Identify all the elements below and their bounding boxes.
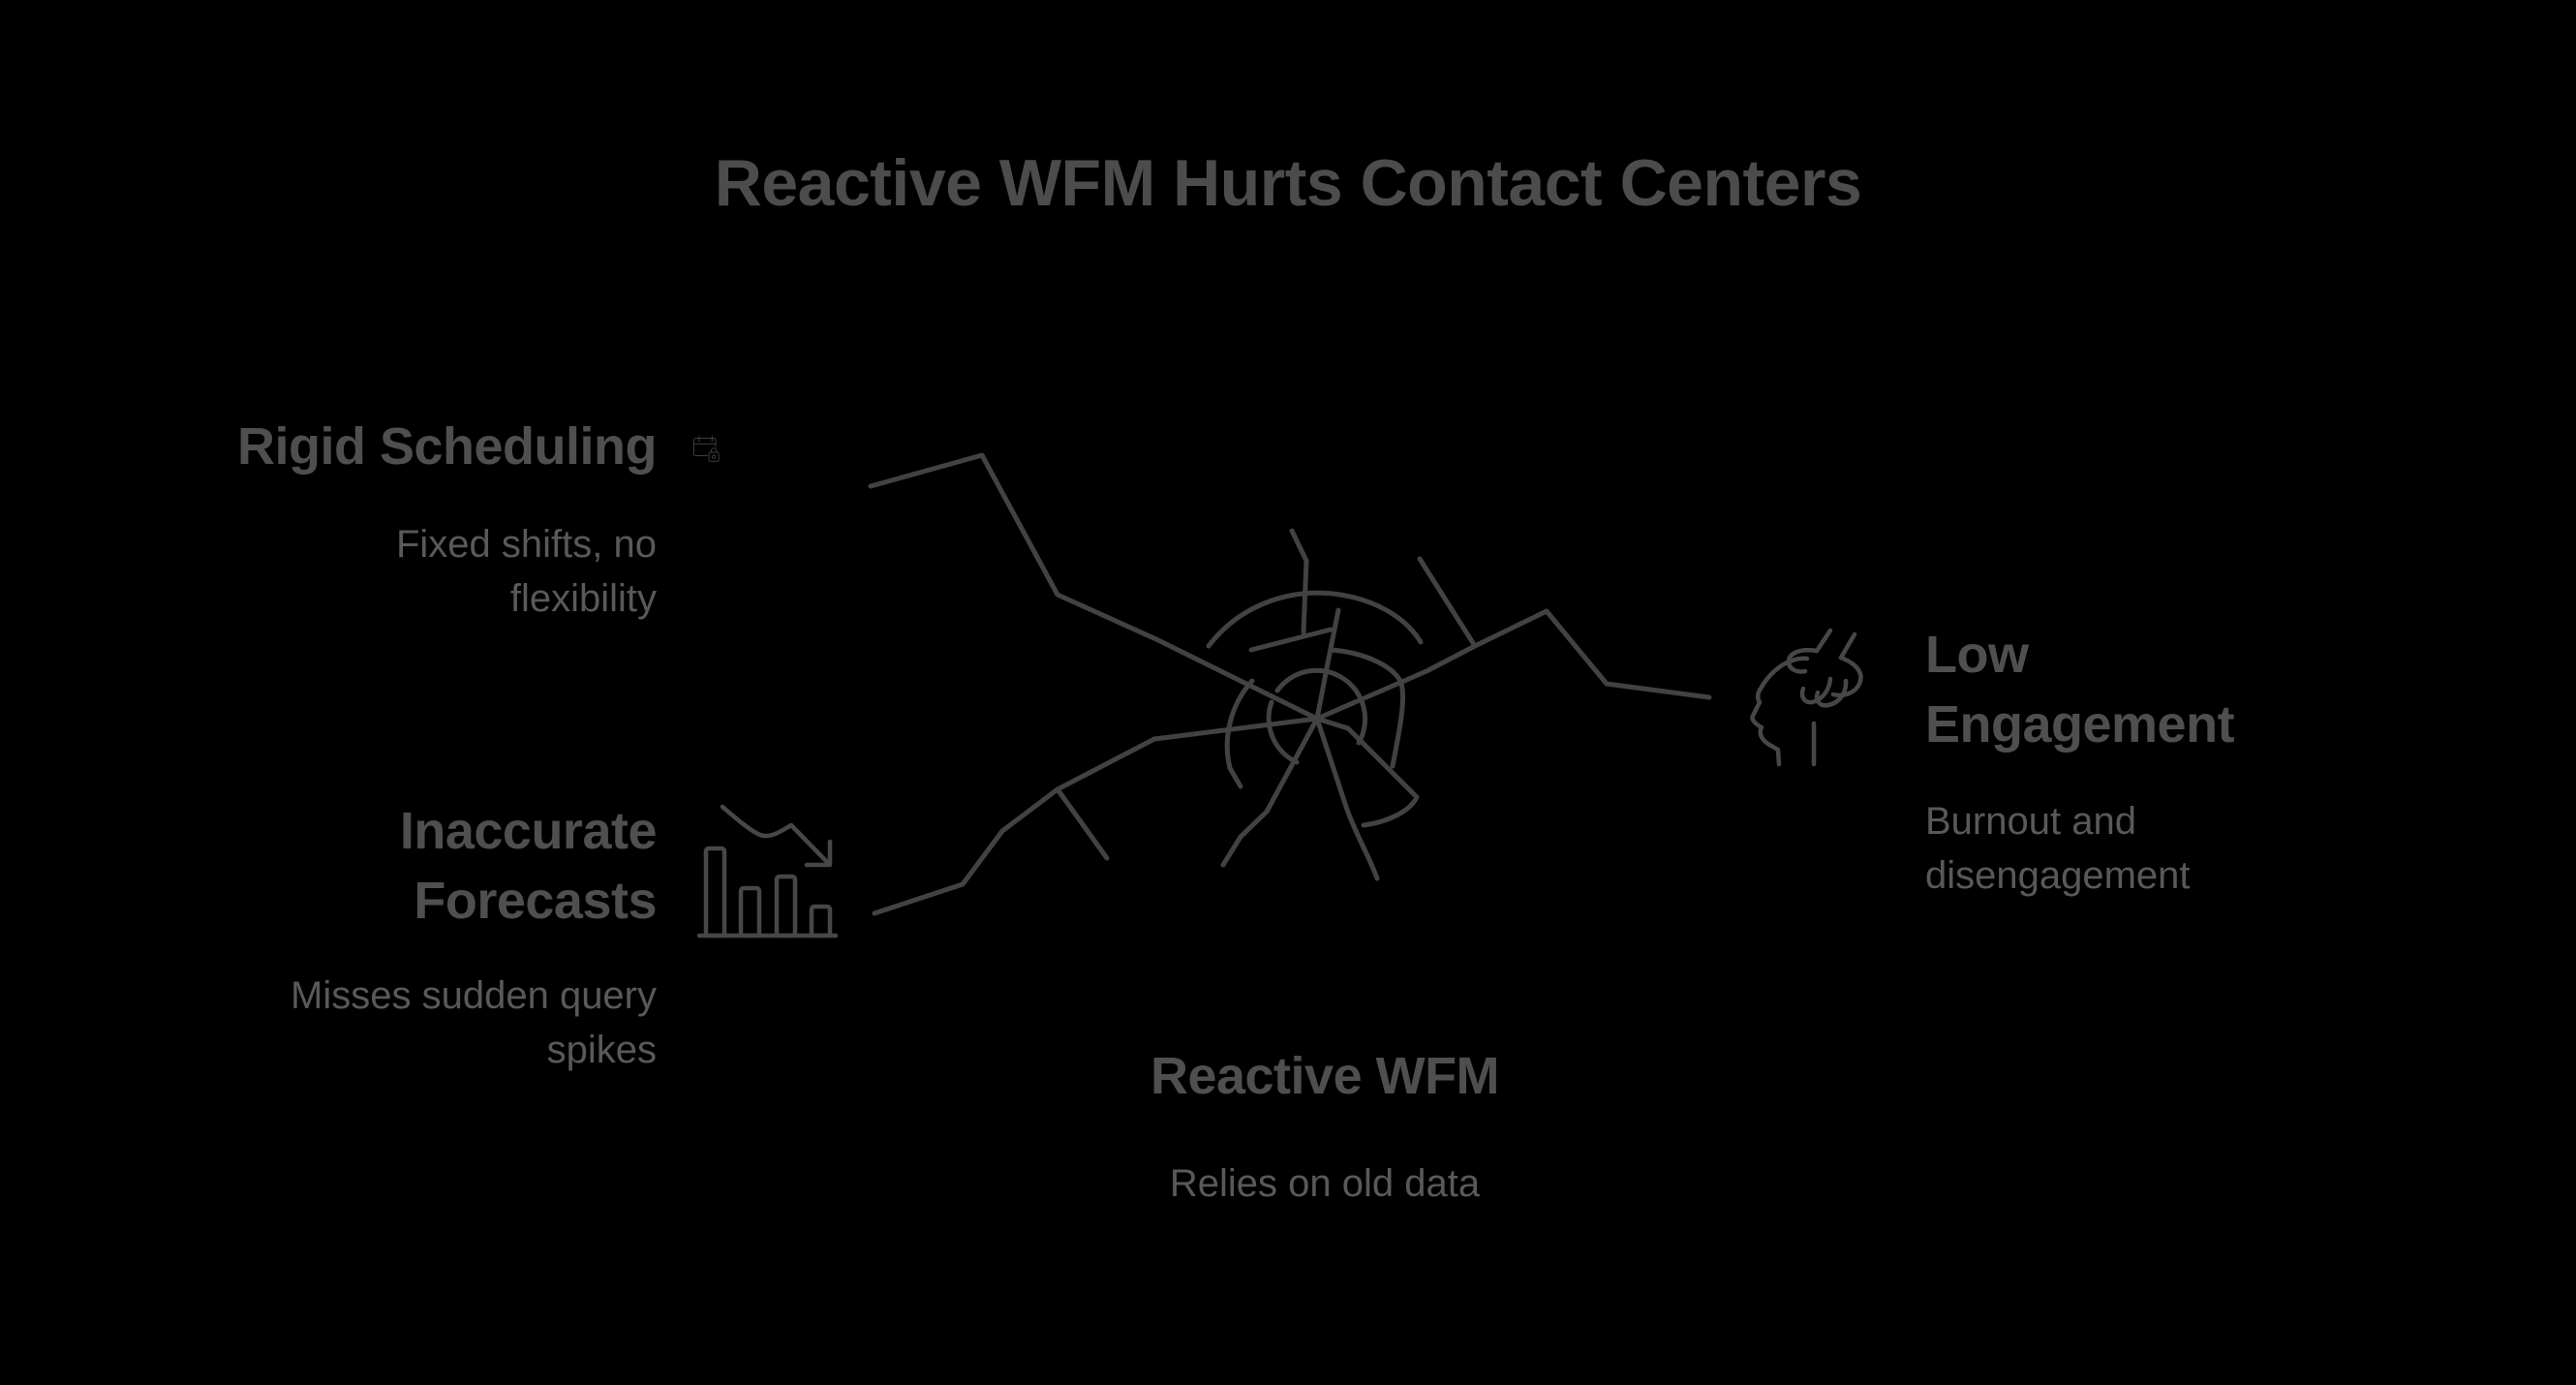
node-reactive-wfm: Reactive WFM Relies on old data bbox=[1034, 1042, 1615, 1211]
node-low-engagement: Low Engagement Burnout and disengagement bbox=[1925, 621, 2282, 903]
web-bar-top bbox=[1248, 627, 1334, 653]
chart-bar-4 bbox=[809, 904, 833, 939]
hand-finger-2 bbox=[1799, 676, 1833, 705]
low-engagement-heading: Low Engagement bbox=[1925, 626, 2235, 754]
rigid-scheduling-heading: Rigid Scheduling bbox=[237, 417, 658, 476]
node-rigid-scheduling: Rigid Scheduling Fixed shifts, no flexib… bbox=[153, 413, 658, 626]
web-spoke-bottom-left bbox=[1220, 716, 1320, 868]
page-title: Reactive WFM Hurts Contact Centers bbox=[714, 146, 1862, 220]
web-spoke-to-head bbox=[1314, 608, 1712, 722]
hand-thumb bbox=[1786, 647, 1820, 674]
web-ring-outer-top bbox=[1206, 590, 1424, 649]
reactive-wfm-subtitle: Relies on old data bbox=[1169, 1161, 1481, 1205]
head-profile bbox=[1750, 656, 1810, 767]
web-spoke-upper-right bbox=[1417, 556, 1478, 649]
web-spoke-to-barchart bbox=[872, 716, 1320, 916]
chart-bar-1 bbox=[703, 846, 727, 939]
calendar-lock-icon bbox=[692, 435, 722, 463]
web-spoke-top bbox=[1289, 528, 1309, 635]
web-ring-mid-left bbox=[1224, 678, 1255, 789]
inaccurate-forecasts-heading: Inaccurate Forecasts bbox=[399, 802, 658, 930]
chart-arrowhead bbox=[804, 839, 833, 868]
hand-wrist-left bbox=[1814, 628, 1833, 654]
reactive-wfm-heading: Reactive WFM bbox=[1150, 1047, 1500, 1105]
web-spoke-bottom-right bbox=[1314, 716, 1420, 828]
hand-on-head-icon bbox=[1750, 628, 1863, 767]
web-spoke-to-calendar bbox=[868, 452, 1320, 722]
web-ring-mid-right bbox=[1329, 647, 1406, 769]
lock-keyhole bbox=[712, 454, 717, 459]
web-ring-inner-top bbox=[1274, 667, 1368, 746]
node-inaccurate-forecasts: Inaccurate Forecasts Misses sudden query… bbox=[238, 797, 657, 1077]
rigid-scheduling-subtitle: Fixed shifts, no flexibility bbox=[395, 522, 657, 620]
web-spoke-bottom bbox=[1314, 716, 1380, 881]
hand-wrist-right bbox=[1838, 631, 1857, 661]
chart-decline-line bbox=[720, 804, 831, 866]
declining-bar-chart-icon bbox=[696, 804, 839, 939]
web-spoke-top-center bbox=[1314, 607, 1341, 722]
low-engagement-subtitle: Burnout and disengagement bbox=[1925, 799, 2191, 897]
lock-body bbox=[708, 451, 720, 462]
chart-bar-3 bbox=[774, 874, 798, 939]
web-branch-lower-left bbox=[1055, 786, 1110, 861]
web-ring-inner-left bbox=[1266, 699, 1300, 765]
lock-shackle bbox=[710, 447, 718, 453]
chart-bar-2 bbox=[738, 885, 762, 939]
inaccurate-forecasts-subtitle: Misses sudden query spikes bbox=[291, 973, 657, 1071]
